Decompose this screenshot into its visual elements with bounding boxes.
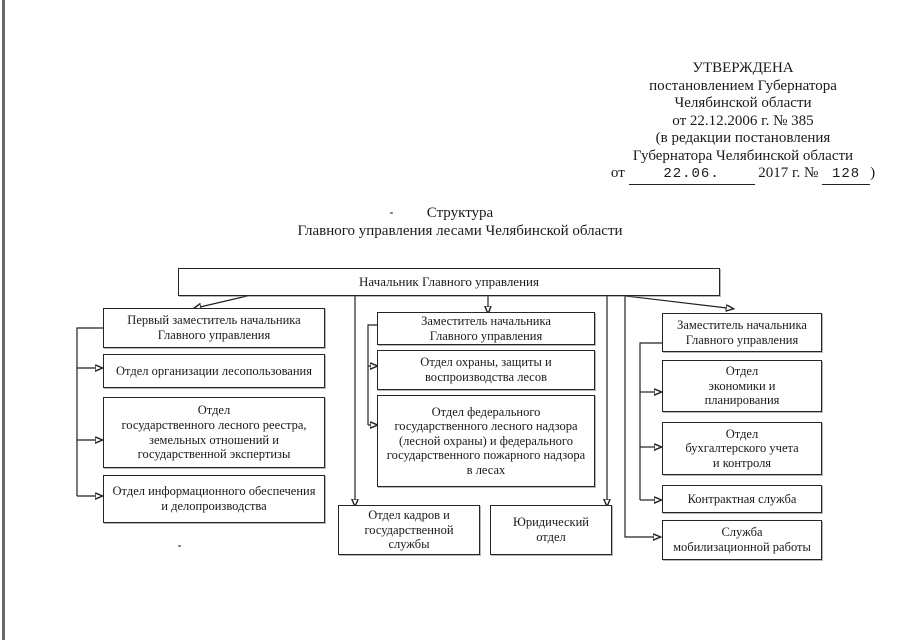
node-hr-dept: Отдел кадров и государственной службы <box>338 505 480 555</box>
approval-block: УТВЕРЖДЕНА постановлением Губернатора Че… <box>610 60 876 185</box>
title-line-1: Структура <box>426 205 494 221</box>
scan-speck <box>178 545 181 547</box>
node-forest-registry-dept: Отдел государственного лесного реестра, … <box>103 397 325 468</box>
document-title: Структура Главного управления лесами Чел… <box>250 204 670 240</box>
node-deputy-center: Заместитель начальника Главного управлен… <box>377 312 595 345</box>
approval-line: Губернатора Челябинской области <box>632 147 854 164</box>
approval-line: Челябинской области <box>674 95 812 111</box>
approval-prefix: от <box>610 165 625 181</box>
approval-line: от 22.12.2006 г. № 385 <box>672 112 814 129</box>
node-head-of-directorate: Начальник Главного управления <box>178 268 720 296</box>
approval-suffix: ) <box>870 165 876 181</box>
title-line-2: Главного управления лесами Челябинской о… <box>297 223 623 239</box>
node-info-support-dept: Отдел информационного обеспечения и дело… <box>103 475 325 523</box>
node-forest-use-dept: Отдел организации лесопользования <box>103 354 325 388</box>
approval-line-filled: от 22.06. 2017 г. № 128) <box>610 165 876 185</box>
scan-speck <box>390 212 393 214</box>
node-contract-service: Контрактная служба <box>662 485 822 513</box>
node-federal-supervision-dept: Отдел федерального государственного лесн… <box>377 395 595 487</box>
center-branch-spine <box>367 324 377 425</box>
left-branch-spine <box>76 327 103 496</box>
approval-line: (в редакции постановления <box>655 130 831 146</box>
approval-middle: 2017 г. № <box>758 165 819 181</box>
scan-edge-artifact <box>2 0 5 640</box>
approval-line: УТВЕРЖДЕНА <box>692 60 794 76</box>
connector-head-to-mobilization <box>624 296 654 537</box>
node-forest-protection-dept: Отдел охраны, защиты и воспроизводства л… <box>377 350 595 390</box>
connector-head-to-deputy-right <box>625 295 727 308</box>
node-deputy-right: Заместитель начальника Главного управлен… <box>662 313 822 352</box>
approval-date-handwritten: 22.06. <box>628 166 755 185</box>
connector-head-to-first-deputy <box>200 295 248 307</box>
node-legal-dept: Юридический отдел <box>490 505 612 555</box>
node-first-deputy: Первый заместитель начальника Главного у… <box>103 308 325 348</box>
right-branch-spine <box>639 342 662 500</box>
node-mobilization-service: Служба мобилизационной работы <box>662 520 822 560</box>
node-economics-dept: Отдел экономики и планирования <box>662 360 822 412</box>
approval-line: постановлением Губернатора <box>649 77 837 94</box>
node-accounting-dept: Отдел бухгалтерского учета и контроля <box>662 422 822 475</box>
approval-number-handwritten: 128 <box>822 166 871 185</box>
